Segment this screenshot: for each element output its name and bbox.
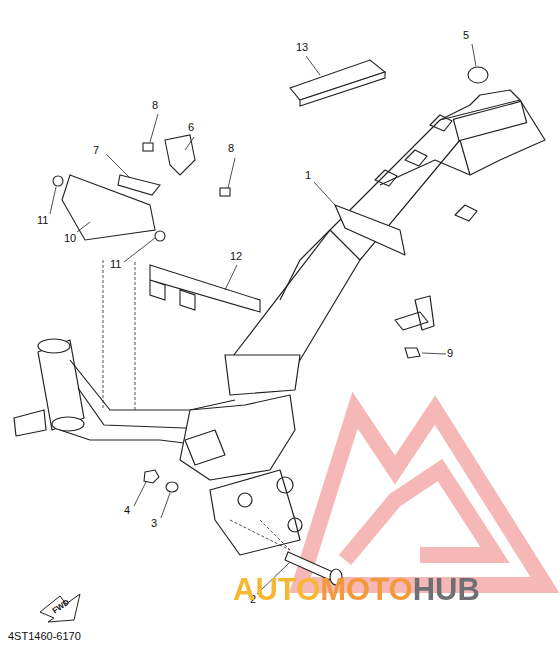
grommet: [155, 231, 165, 241]
leader-lines: [50, 44, 476, 594]
nut-9: [405, 348, 420, 358]
callout-number: 11: [110, 259, 121, 270]
washer-3: [166, 482, 178, 492]
callout-number: 10: [64, 233, 76, 244]
callout-number: 6: [188, 122, 194, 133]
watermark-text: AUTOMOTOHUB: [233, 574, 480, 605]
callout-number: 7: [93, 145, 99, 156]
callout-number: 5: [463, 30, 469, 41]
plate: [118, 175, 160, 195]
callout-number: 3: [151, 518, 157, 529]
callout-number: 1: [305, 170, 311, 181]
callout-number: 8: [152, 100, 158, 111]
bolt: [220, 188, 230, 196]
cap: [468, 67, 488, 83]
bolt: [143, 143, 153, 151]
diagram-code: 4ST1460-6170: [8, 631, 81, 642]
callout-number: 11: [37, 215, 48, 226]
callout-number: 12: [230, 251, 242, 262]
watermark-logo: [300, 410, 545, 585]
callout-number: 13: [296, 42, 308, 53]
frame: [14, 90, 545, 555]
callout-number: 9: [447, 348, 453, 359]
parts: [53, 60, 488, 585]
callout-number: 8: [228, 143, 234, 154]
nut-4: [144, 470, 159, 483]
plate-12: [150, 265, 260, 312]
bracket: [165, 135, 195, 175]
callout-number: 4: [124, 505, 130, 516]
fwd-arrow: [40, 594, 80, 622]
grommet: [53, 176, 63, 186]
